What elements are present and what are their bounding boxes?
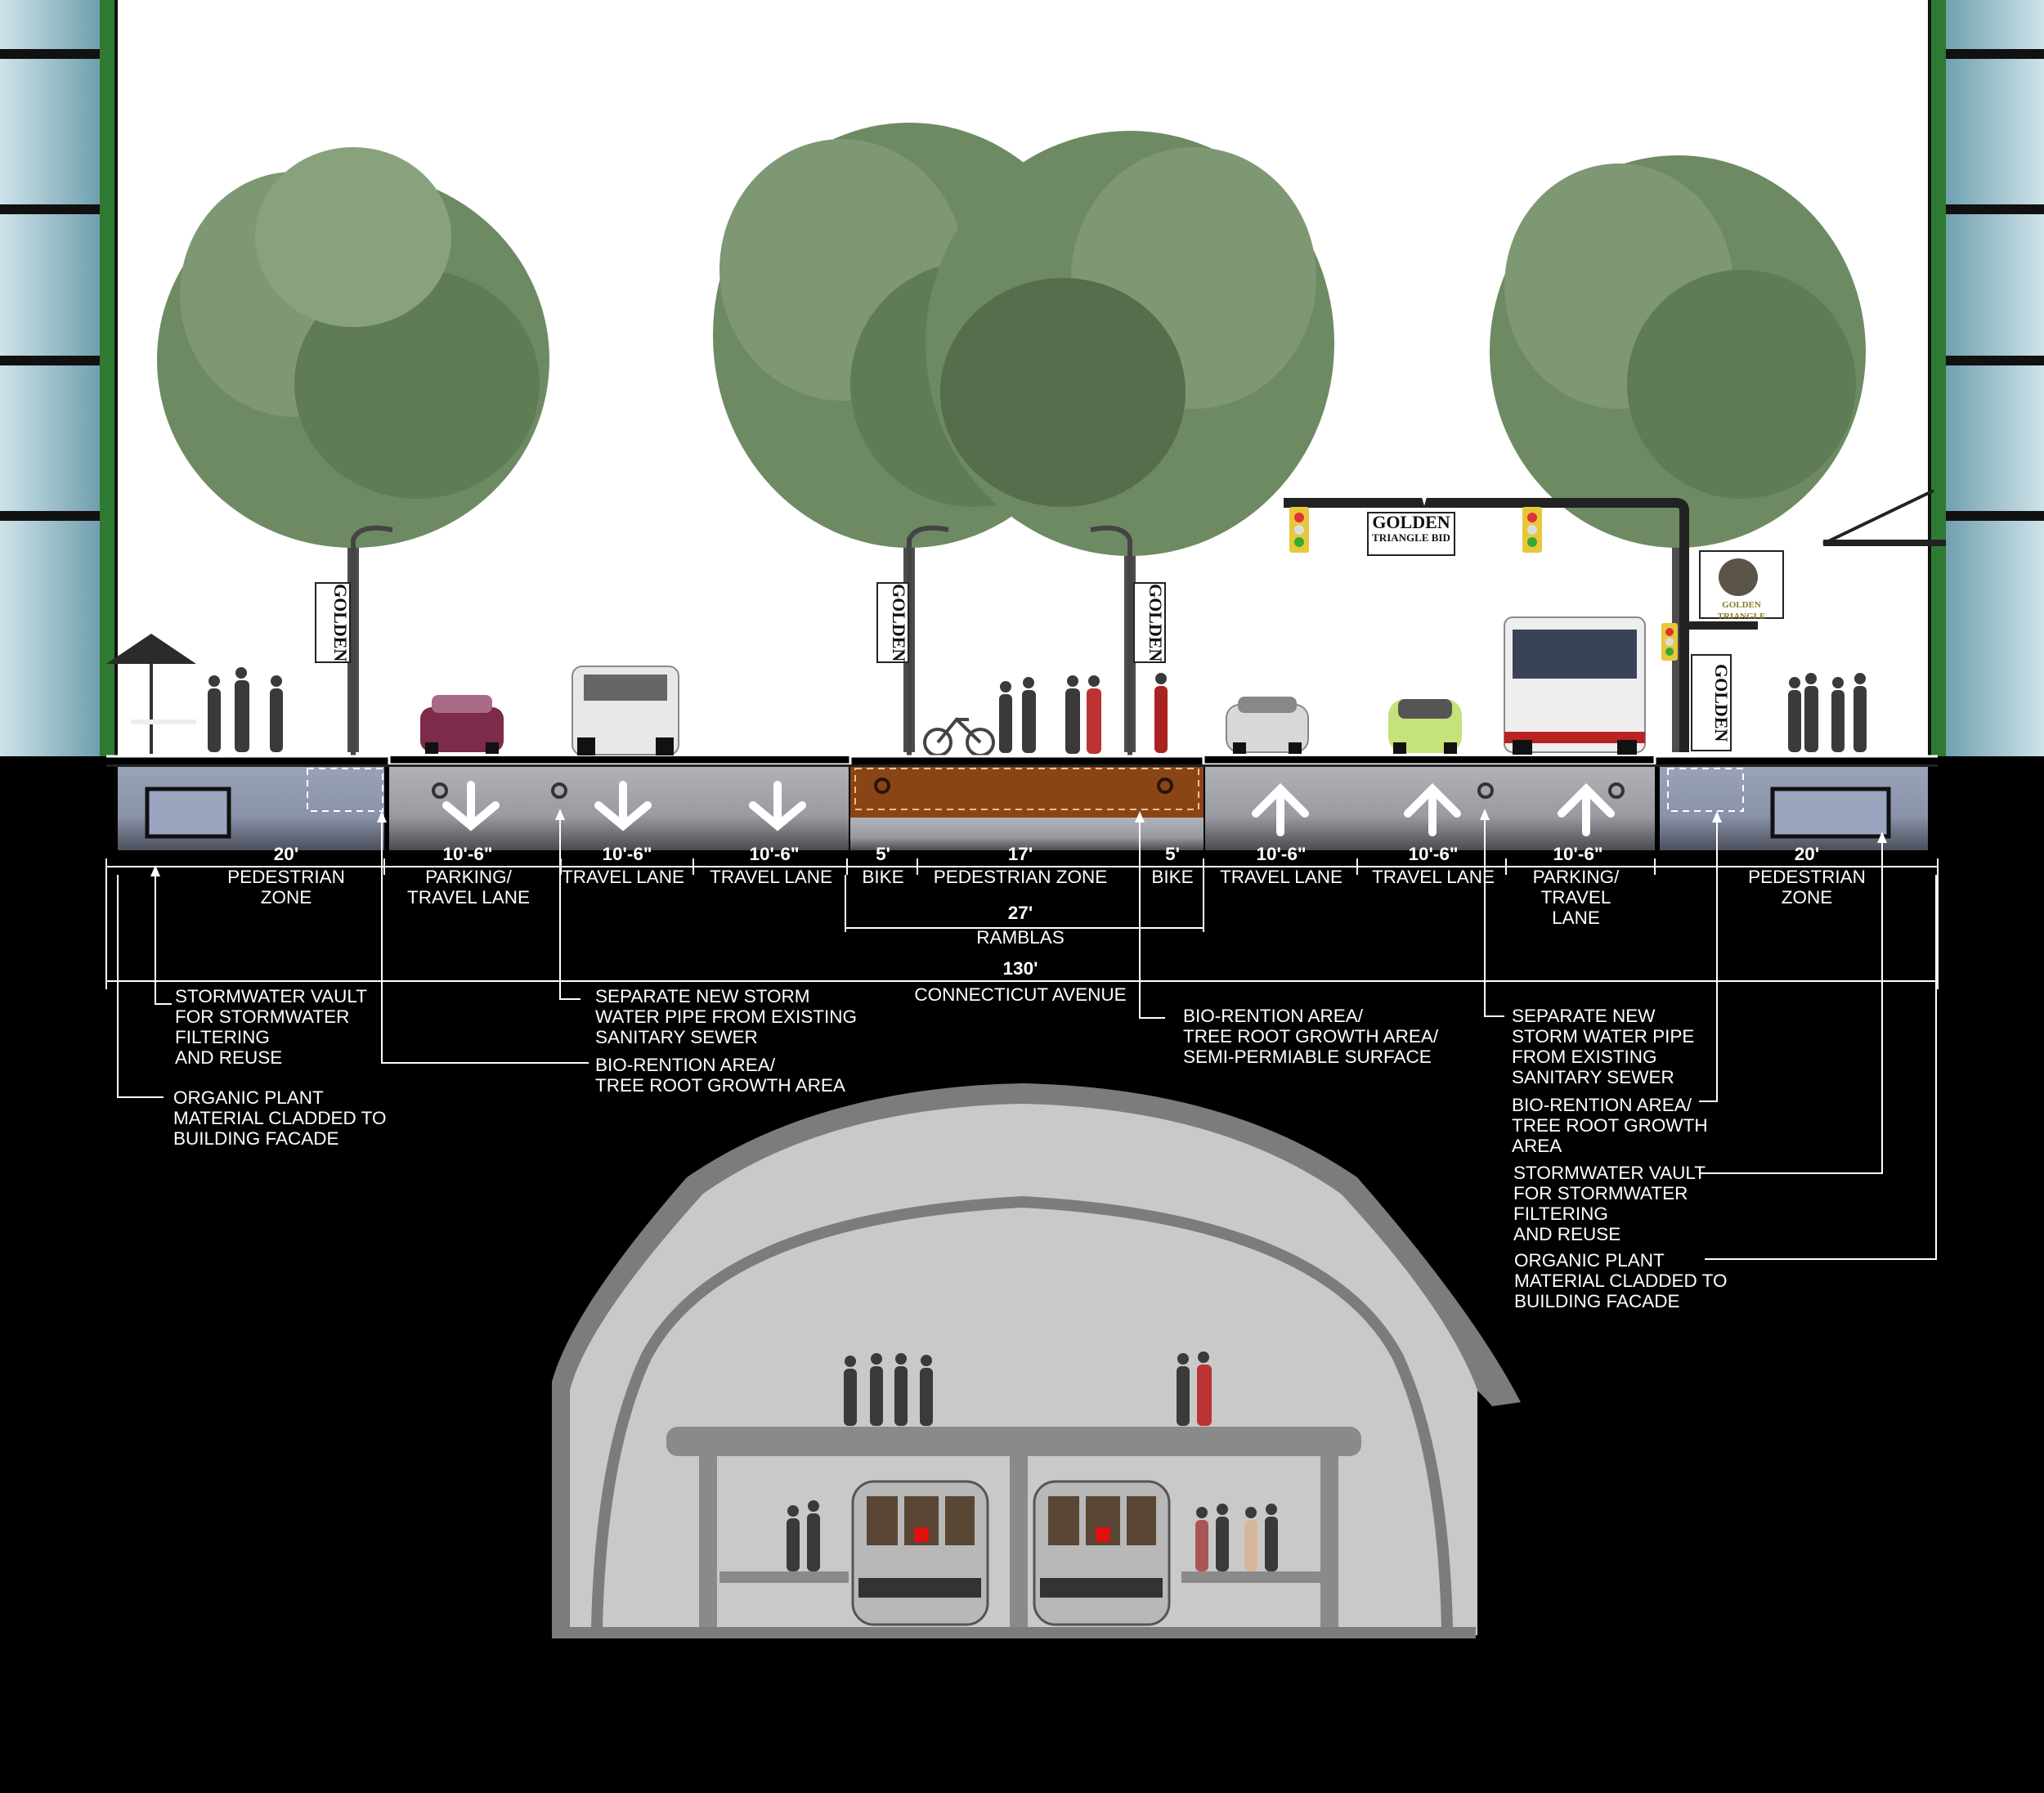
- dim-label-bike-right: BIKE: [1151, 867, 1194, 887]
- pedestrians-street: [208, 667, 1867, 754]
- callout-plant-left: ORGANIC PLANT MATERIAL CLADDED TO BUILDI…: [173, 1087, 387, 1149]
- car-green: [1388, 699, 1462, 754]
- traffic-signal-mast: [1284, 489, 1946, 752]
- dim-value-parking-right: 10'-6": [1553, 844, 1603, 864]
- logo-graphic: [1719, 558, 1758, 596]
- ramblas-label: RAMBLAS: [976, 927, 1065, 948]
- overhead-sign-line2: TRIANGLE BID: [1372, 531, 1450, 544]
- dim-label-parking-left: PARKING/ TRAVEL LANE: [406, 867, 531, 908]
- pedestrians-tunnel: [787, 1351, 1278, 1571]
- banner-text: GOLDEN: [889, 584, 909, 662]
- stormwater-vault-right: [1770, 787, 1891, 839]
- dim-value-travel-1: 10'-6": [602, 844, 652, 864]
- callout-pipe-left: SEPARATE NEW STORM WATER PIPE FROM EXIST…: [595, 986, 858, 1047]
- dim-label-ped-center: PEDESTRIAN ZONE: [933, 867, 1108, 887]
- dim-label-travel-3: TRAVEL LANE: [1219, 867, 1343, 887]
- dim-label-travel-2: TRAVEL LANE: [709, 867, 833, 887]
- leader-arrowheads: [150, 809, 1887, 876]
- dim-label-ped-left: PEDESTRIAN ZONE: [227, 867, 345, 908]
- car-silver: [1226, 697, 1309, 754]
- callout-vault-left: STORMWATER VAULT FOR STORMWATER FILTERIN…: [175, 986, 368, 1068]
- dim-value-travel-3: 10'-6": [1256, 844, 1307, 864]
- callout-bio-left: BIO-RENTION AREA/ TREE ROOT GROWTH AREA: [595, 1055, 845, 1096]
- overhead-sign: GOLDEN TRIANGLE BID: [1367, 512, 1455, 556]
- dim-label-bike-left: BIKE: [862, 867, 904, 887]
- callout-pipe-right: SEPARATE NEW STORM WATER PIPE FROM EXIST…: [1512, 1006, 1695, 1087]
- callout-vault-right: STORMWATER VAULT FOR STORMWATER FILTERIN…: [1513, 1163, 1706, 1244]
- banner-text: GOLDEN: [1711, 663, 1732, 742]
- dim-value-parking-left: 10'-6": [442, 844, 493, 864]
- car-maroon: [420, 695, 504, 754]
- ramblas-base: [850, 818, 1204, 850]
- dim-value-ped-right: 20': [1794, 844, 1820, 864]
- bus: [1504, 616, 1646, 755]
- storm-pipes: [432, 778, 1625, 799]
- lane-arrows: [442, 781, 1615, 836]
- banner-text: GOLDEN: [330, 584, 351, 662]
- callout-bio-right: BIO-RENTION AREA/ TREE ROOT GROWTH AREA: [1512, 1095, 1708, 1156]
- logo-text: GOLDEN TRIANGLE: [1717, 600, 1766, 621]
- callout-branding: BRANDING IDENTITY - INCORPORATING SPECIA…: [1437, 49, 1915, 131]
- tree-center-right: [926, 131, 1334, 752]
- callout-bio-center: BIO-RENTION AREA/ TREE ROOT GROWTH AREA/…: [1183, 1006, 1439, 1067]
- metro-train-right: [1033, 1480, 1171, 1626]
- tree-right: [1490, 155, 1866, 752]
- dim-value-bike-right: 5': [1165, 844, 1180, 864]
- metro-train-left: [851, 1480, 989, 1626]
- building-right: [1928, 0, 2044, 756]
- suv-white: [572, 666, 679, 755]
- callout-plant-right: ORGANIC PLANT MATERIAL CLADDED TO BUILDI…: [1514, 1250, 1728, 1311]
- logo-sign: GOLDEN TRIANGLE: [1699, 550, 1784, 621]
- dim-value-travel-2: 10'-6": [749, 844, 800, 864]
- metro-tunnel: [552, 1083, 1521, 1638]
- tree-left: [157, 147, 549, 752]
- street-lamps: [351, 525, 1132, 756]
- ramblas-value: 27': [1007, 903, 1033, 923]
- dim-label-travel-1: TRAVEL LANE: [561, 867, 685, 887]
- leader-lines: [117, 61, 1937, 1260]
- dim-label-parking-right: PARKING/ TRAVEL LANE: [1532, 867, 1620, 928]
- banner-sign-center-right: GOLDEN: [1133, 582, 1166, 663]
- dim-value-bike-left: 5': [876, 844, 890, 864]
- avenue-value: 130': [1002, 958, 1038, 979]
- banner-text: GOLDEN: [1145, 584, 1166, 662]
- dim-label-travel-4: TRAVEL LANE: [1371, 867, 1495, 887]
- banner-sign-left: GOLDEN: [315, 582, 351, 663]
- dim-value-ped-left: 20': [273, 844, 299, 864]
- dim-value-travel-4: 10'-6": [1408, 844, 1459, 864]
- dim-value-ped-center: 17': [1007, 844, 1033, 864]
- stormwater-vault-left: [145, 787, 231, 839]
- building-left: [0, 0, 118, 756]
- cafe-umbrella: [106, 634, 196, 754]
- banner-sign-center-left: GOLDEN: [876, 582, 909, 663]
- banner-sign-right: GOLDEN: [1691, 654, 1732, 751]
- dim-label-ped-right: PEDESTRIAN ZONE: [1748, 867, 1866, 908]
- overhead-sign-line1: GOLDEN: [1372, 512, 1450, 532]
- avenue-label: CONNECTICUT AVENUE: [914, 984, 1127, 1005]
